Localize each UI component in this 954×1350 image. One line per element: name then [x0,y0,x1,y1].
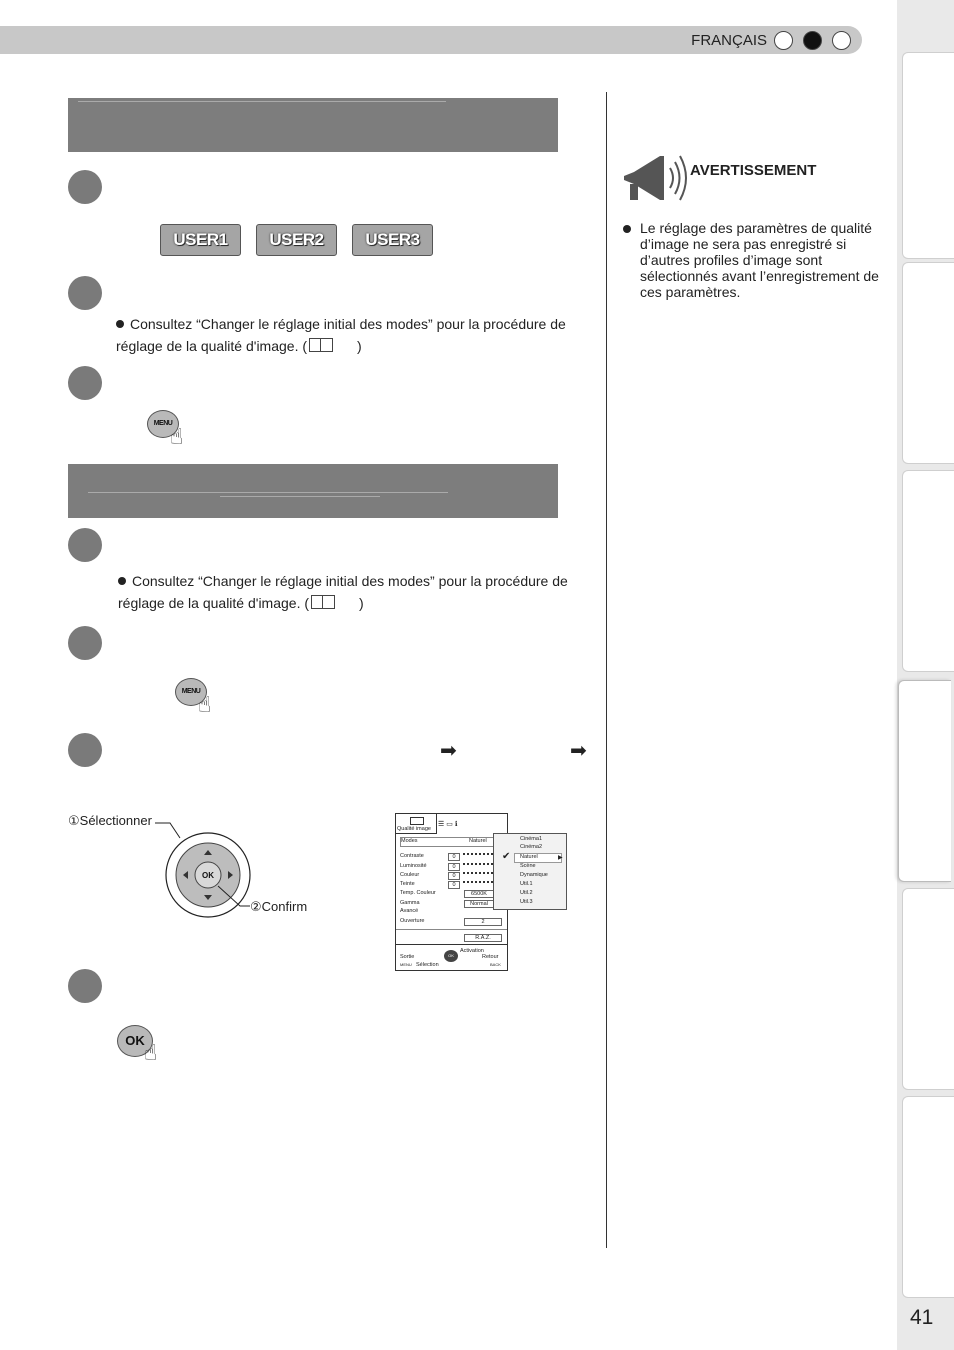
footer-back: Retour [482,954,499,960]
menu-value: 6500K [464,890,494,898]
side-tab[interactable] [902,262,954,464]
warning-title: AVERTISSEMENT [690,162,817,179]
select-label: ①Sélectionner [68,813,152,828]
page-number: 41 [910,1306,934,1329]
modes-submenu: Cinéma1 Cinéma2 Naturel ✔ ▶ Scène Dynami… [493,833,567,910]
book-icon [309,338,334,352]
language-label: FRANÇAIS [691,32,767,49]
triangle-right-icon: ▶ [558,855,563,861]
menu-row: Gamma [400,900,420,906]
menu-row: Luminosité [400,863,427,869]
arrow-right-icon: ➡ [570,740,587,762]
submenu-option: Util.2 [520,890,533,896]
step-marker [68,969,102,1003]
ok-button[interactable]: OK [117,1025,153,1057]
menu-row: Teinte [400,881,415,887]
submenu-option: Util.1 [520,881,533,887]
side-tab[interactable] [902,1096,954,1298]
submenu-option: Cinéma2 [520,844,543,850]
slider-track [463,881,493,887]
submenu-option: Util.3 [520,899,533,905]
header-bar [0,26,862,54]
menu-row: Contraste [400,853,424,859]
submenu-option-selected: Naturel [520,854,538,860]
slider-track [463,863,493,869]
column-divider [606,92,607,1248]
modes-label: Modes [401,838,418,844]
menu-footer-divider [396,944,507,945]
user1-button[interactable]: USER1 [160,224,241,256]
side-tab[interactable] [902,470,954,672]
step-marker [68,170,102,204]
bullet-icon [116,320,124,328]
submenu-option: Cinéma1 [520,836,543,842]
menu-divider [396,929,507,930]
slider-track [463,872,493,878]
menu-button[interactable]: MENU [175,678,207,706]
picture-quality-menu-screen: Qualité image ☰▭ℹ Modes Naturel Contrast… [395,813,508,971]
menu-value: 0 [448,872,460,880]
menu-value: 2 [464,918,502,926]
nav-icon: OK [444,950,458,962]
note-text: Consultez “Changer le réglage initial de… [116,316,566,354]
pointing-hand-icon: ☝ [144,1040,158,1065]
footer-exit-key: MENU [400,962,412,967]
warning-text: Le réglage des paramètres de qualité d’i… [640,220,879,300]
step-marker [68,366,102,400]
confirm-label: ②Confirm [250,899,308,914]
note-paragraph: Consultez “Changer le réglage initial de… [118,570,588,614]
menu-value: 0 [448,881,460,889]
section-header-bar [68,464,558,518]
submenu-option: Scène [520,863,536,869]
checkmark-icon: ✔ [502,851,511,862]
bullet-icon [623,225,631,233]
navigation-pad-diagram: OK [155,822,251,918]
pointing-hand-icon: ☝ [170,424,184,449]
arrow-right-icon: ➡ [440,740,457,762]
step-marker [68,276,102,310]
submenu-selection-highlight [514,853,562,863]
note-text: Consultez “Changer le réglage initial de… [118,573,568,611]
step-marker [68,733,102,767]
menu-row: Ouverture [400,918,425,924]
menu-row: Temp. Couleur [400,890,436,896]
menu-row: Avancé [400,908,419,914]
menu-value: 0 [448,863,460,871]
note-paragraph: Consultez “Changer le réglage initial de… [116,313,586,357]
side-tab-active[interactable] [898,680,951,882]
menu-row: Couleur [400,872,420,878]
footer-select: Sélection [416,962,439,968]
picture-icon [410,817,424,825]
footer-back-key: BACK [490,962,501,967]
footer-exit: Sortie [400,954,415,960]
book-icon [311,595,336,609]
note-close: ) [359,595,364,611]
menu-button[interactable]: MENU [147,410,179,438]
footer-activate: Activation [460,948,484,954]
menu-tab-icons: ☰▭ℹ [438,821,460,828]
pointing-hand-icon: ☝ [198,692,212,717]
section-header-bar [68,98,558,152]
page-indicator-dot-active [803,31,822,50]
menu-value: Normal [464,900,494,908]
svg-text:OK: OK [202,871,214,880]
user2-button[interactable]: USER2 [256,224,337,256]
user3-button[interactable]: USER3 [352,224,433,256]
step-marker [68,626,102,660]
modes-value: Naturel [469,838,487,844]
slider-track [463,853,493,859]
warning-paragraph: Le réglage des paramètres de qualité d’i… [621,220,883,300]
page-indicator-dot [774,31,793,50]
step-marker [68,528,102,562]
note-close: ) [357,338,362,354]
side-tab[interactable] [902,52,954,259]
page-indicator-dot [832,31,851,50]
bullet-icon [118,577,126,585]
reset-button: R.A.Z. [464,934,502,942]
menu-title: Qualité image [397,826,431,832]
megaphone-icon [624,155,687,201]
submenu-option: Dynamique [520,872,548,878]
menu-value: 0 [448,853,460,861]
side-tab[interactable] [902,888,954,1090]
